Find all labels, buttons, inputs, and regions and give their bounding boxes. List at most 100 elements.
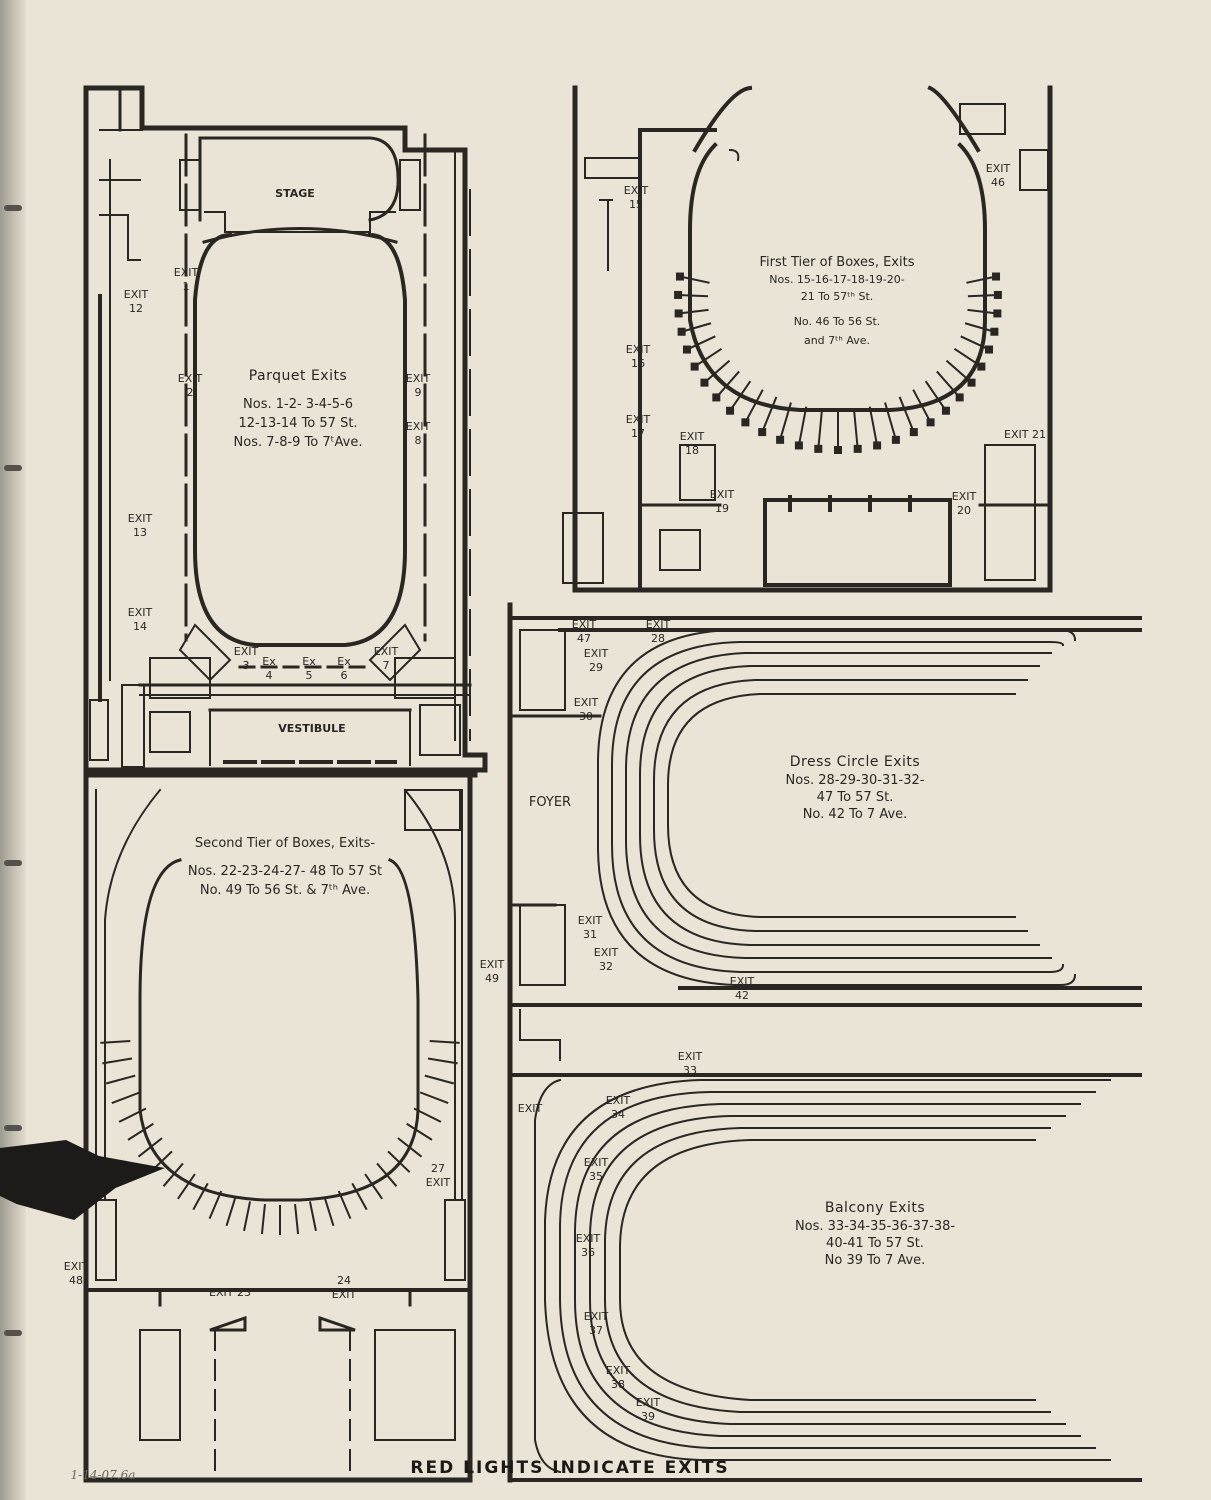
box-row-tick bbox=[105, 1074, 136, 1085]
box-row-mark bbox=[681, 322, 712, 333]
dress-circle-plan bbox=[507, 602, 1142, 1003]
box-row-tick bbox=[364, 1173, 383, 1200]
second-tier-plan bbox=[83, 777, 473, 1483]
binding-ring bbox=[4, 465, 22, 471]
box-row-mark bbox=[884, 402, 897, 441]
parquet-exits-title: Parquet Exits bbox=[248, 368, 348, 384]
box-row-tick bbox=[387, 1150, 411, 1173]
box-seat-mark bbox=[794, 441, 803, 450]
vestibule-label: VESTIBULE bbox=[278, 722, 346, 735]
box-row-tick bbox=[102, 1057, 133, 1065]
first-tier-line2: 21 To 57ᵗʰ St. bbox=[800, 290, 874, 303]
box-row-mark bbox=[853, 409, 859, 449]
box-row-tick bbox=[376, 1162, 398, 1187]
balcony-title: Balcony Exits bbox=[824, 1200, 926, 1216]
box-row-tick bbox=[127, 1122, 154, 1141]
box-row-tick bbox=[111, 1091, 141, 1104]
exit-21-label: EXIT 21 bbox=[1004, 428, 1046, 441]
box-row-tick bbox=[225, 1196, 237, 1227]
balcony-line2: 40-41 To 57 St. bbox=[826, 1236, 924, 1251]
parquet-exits-line1: Nos. 1-2- 3-4-5-6 bbox=[243, 397, 353, 412]
box-seat-mark bbox=[993, 290, 1002, 299]
box-row-mark bbox=[715, 370, 740, 399]
first-tier-title: First Tier of Boxes, Exits bbox=[759, 255, 915, 270]
box-row-mark bbox=[678, 293, 709, 298]
box-row-tick bbox=[137, 1137, 163, 1158]
balcony-plan bbox=[507, 1002, 1142, 1483]
box-seat-mark bbox=[941, 406, 950, 415]
first-tier-plan bbox=[562, 85, 1053, 593]
box-row-tick bbox=[162, 1162, 184, 1187]
box-seat-mark bbox=[674, 309, 683, 318]
box-row-mark bbox=[966, 275, 997, 284]
box-row-tick bbox=[337, 1190, 352, 1220]
box-row-mark bbox=[744, 389, 764, 423]
parquet-plan bbox=[83, 85, 488, 778]
box-seat-mark bbox=[674, 290, 683, 299]
dress-circle-line2: 47 To 57 St. bbox=[816, 790, 894, 805]
box-row-mark bbox=[960, 335, 990, 351]
box-row-mark bbox=[779, 402, 792, 441]
box-row-tick bbox=[323, 1196, 335, 1227]
box-row-mark bbox=[964, 322, 995, 333]
box-seat-mark bbox=[926, 418, 935, 427]
box-row-tick bbox=[429, 1039, 460, 1044]
box-row-tick bbox=[100, 1039, 131, 1044]
dress-circle-line3: No. 42 To 7 Ave. bbox=[802, 807, 908, 822]
box-row-mark bbox=[912, 389, 932, 423]
box-row-tick bbox=[243, 1201, 252, 1232]
box-row-tick bbox=[424, 1074, 455, 1085]
box-seat-mark bbox=[955, 393, 964, 402]
box-row-mark bbox=[679, 275, 710, 284]
box-row-mark bbox=[817, 409, 823, 449]
box-seat-mark bbox=[726, 406, 735, 415]
box-seat-mark bbox=[990, 327, 999, 336]
first-tier-box-rows bbox=[674, 272, 1002, 454]
box-seat-mark bbox=[682, 345, 691, 354]
box-seat-mark bbox=[712, 393, 721, 402]
box-row-tick bbox=[118, 1107, 147, 1123]
box-row-tick bbox=[294, 1204, 300, 1235]
box-row-tick bbox=[260, 1204, 266, 1235]
box-row-tick bbox=[427, 1057, 458, 1065]
box-seat-mark bbox=[967, 378, 976, 387]
binding-ring bbox=[4, 860, 22, 866]
first-tier-line4: and 7ᵗʰ Ave. bbox=[803, 334, 871, 347]
box-row-tick bbox=[177, 1173, 196, 1200]
dress-circle-title: Dress Circle Exits bbox=[789, 754, 921, 770]
box-seat-mark bbox=[992, 272, 1001, 281]
handwritten-note: 1-14-07.6a bbox=[70, 1468, 136, 1482]
box-row-mark bbox=[936, 370, 961, 399]
box-seat-mark bbox=[690, 362, 699, 371]
box-row-tick bbox=[208, 1190, 223, 1220]
footer-caption: RED LIGHTS INDICATE EXITS bbox=[410, 1458, 730, 1478]
box-seat-mark bbox=[741, 418, 750, 427]
box-seat-mark bbox=[977, 362, 986, 371]
second-tier-line2: No. 49 To 56 St. & 7ᵗʰ Ave. bbox=[199, 883, 371, 898]
box-seat-mark bbox=[993, 309, 1002, 318]
box-row-mark bbox=[797, 406, 808, 446]
